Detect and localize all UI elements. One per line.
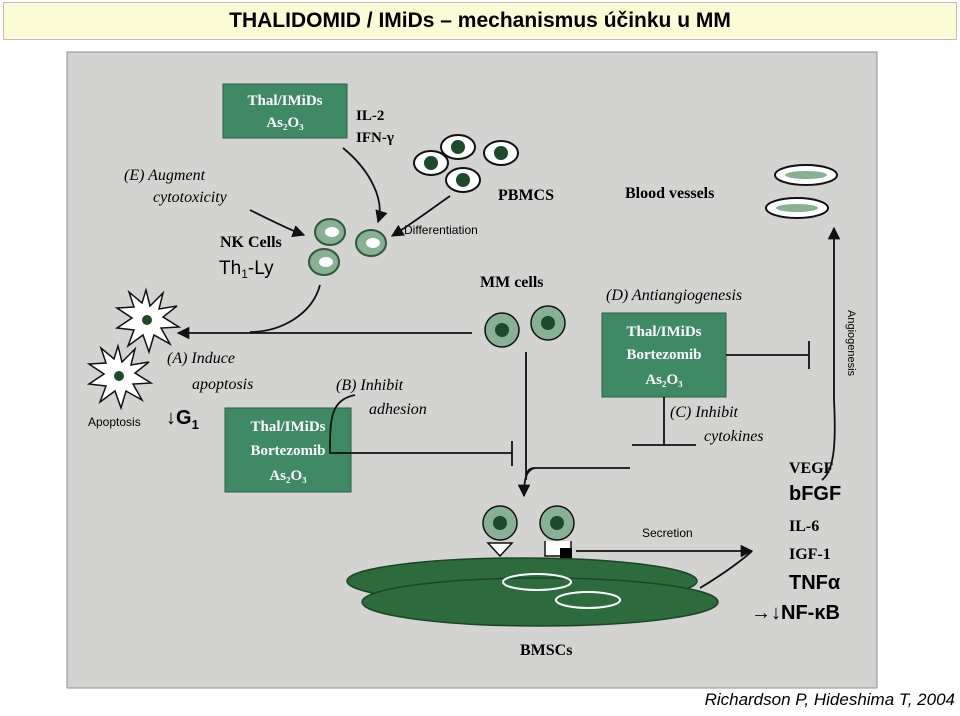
induce-label-1: (A) Induce — [167, 350, 235, 367]
nk-cells-label: NK Cells — [220, 234, 282, 251]
mm-cells — [484, 305, 566, 348]
drug-label: Thal/IMiDs — [250, 419, 325, 435]
th1-label: Th1-Ly — [219, 258, 274, 281]
antiangiogenesis-label: (D) Antiangiogenesis — [606, 287, 742, 304]
apoptotic-cells — [86, 287, 182, 411]
induce-label-2: apoptosis — [192, 376, 253, 393]
inhibit-adhesion-label-2: adhesion — [369, 401, 427, 418]
blood-vessels — [765, 164, 838, 219]
pathway-lines — [176, 147, 841, 589]
cytokine-nfkb: →↓NF-κB — [751, 602, 840, 624]
cytokine-igf1: IGF-1 — [789, 546, 831, 563]
adherent-mm-cells — [482, 505, 575, 560]
secretion-label: Secretion — [642, 526, 693, 540]
differentiation-label: Differentiation — [404, 223, 478, 237]
ifn-label: IFN-γ — [356, 130, 394, 146]
inhibit-cytokines-label-1: (C) Inhibit — [670, 404, 739, 421]
drug-label: Bortezomib — [627, 347, 702, 363]
blood-vessels-label: Blood vessels — [625, 185, 714, 202]
drug-label: Thal/IMiDs — [626, 324, 701, 340]
inhibit-adhesion-label-1: (B) Inhibit — [336, 377, 404, 394]
augment-label-2: cytotoxicity — [153, 189, 228, 206]
drug-label: As₂O₃ — [269, 468, 307, 484]
cytokine-il6: IL-6 — [789, 518, 819, 535]
drug-label: As₂O₃ — [645, 372, 683, 388]
cytokine-bfgf: bFGF — [789, 483, 841, 505]
citation: Richardson P, Hideshima T, 2004 — [704, 690, 955, 709]
drug-box-middle: Thal/IMiDs Bortezomib As₂O₃ — [601, 312, 727, 398]
cytokine-tnfa: TNFα — [789, 572, 841, 594]
g1-label: ↓G1 — [166, 407, 199, 432]
drug-label: Thal/IMiDs — [247, 93, 322, 109]
mm-cells-label: MM cells — [480, 274, 544, 291]
il2-label: IL-2 — [356, 108, 384, 124]
pbmc-cells — [413, 134, 519, 193]
slide-title: THALIDOMID / IMiDs – mechanismus účinku … — [3, 2, 957, 40]
cytokine-vegf: VEGF — [789, 460, 834, 477]
apoptosis-label: Apoptosis — [88, 415, 141, 429]
drug-label: Bortezomib — [251, 443, 326, 459]
pbmcs-label: PBMCS — [498, 187, 554, 204]
inhibit-cytokines-label-2: cytokines — [704, 428, 764, 445]
augment-label-1: (E) Augment — [124, 167, 206, 184]
bmscs-label: BMSCs — [520, 642, 572, 659]
drug-box-top: Thal/IMiDs As₂O₃ — [222, 83, 348, 139]
angiogenesis-label: Angiogenesis — [845, 310, 857, 377]
drug-label: As₂O₃ — [266, 115, 304, 131]
bmsc-cells — [346, 557, 719, 627]
nk-cells — [308, 218, 387, 276]
